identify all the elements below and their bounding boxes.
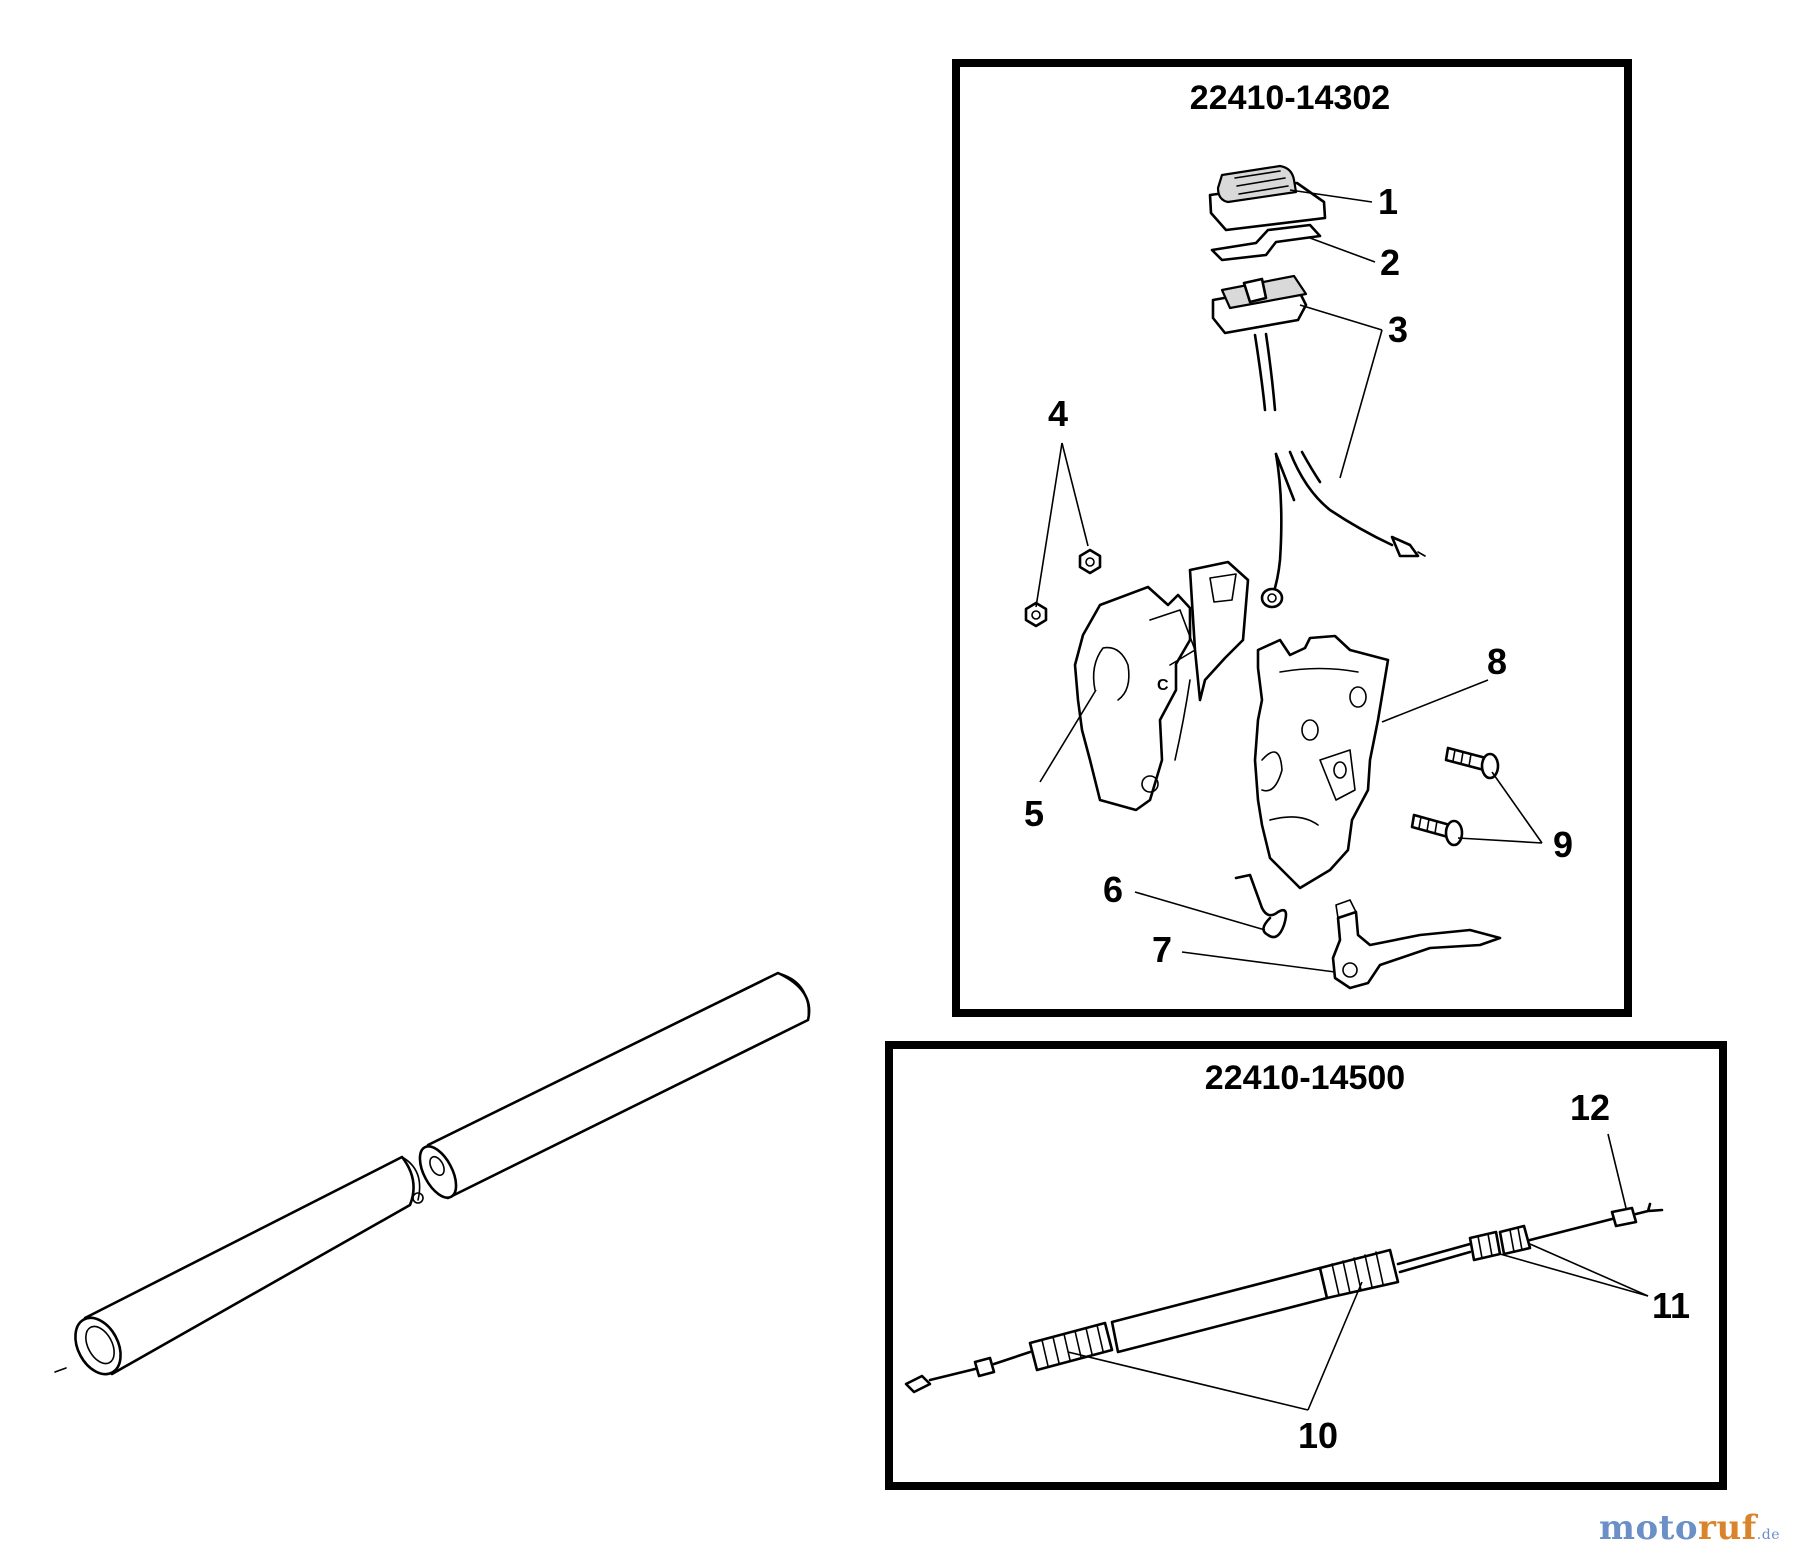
part-9-screws xyxy=(1410,746,1500,847)
site-watermark: motoruf.de xyxy=(1599,1508,1780,1548)
watermark-part-b: ruf xyxy=(1698,1508,1757,1548)
drive-shaft-tube xyxy=(54,971,811,1376)
switch-assembly-frame xyxy=(952,59,1632,1017)
callout-9: 9 xyxy=(1553,824,1573,865)
part-4-nuts xyxy=(1024,548,1102,628)
upper-box-leader-lines xyxy=(1035,189,1543,973)
callout-2: 2 xyxy=(1380,242,1400,283)
lower-box-leader-lines xyxy=(1067,1133,1649,1411)
callout-8: 8 xyxy=(1487,641,1507,682)
callout-5: 5 xyxy=(1024,793,1044,834)
callout-12: 12 xyxy=(1570,1087,1610,1128)
callout-6: 6 xyxy=(1103,869,1123,910)
callout-11: 11 xyxy=(1652,1285,1690,1326)
callout-1: 1 xyxy=(1378,181,1398,222)
throttle-cable-frame xyxy=(885,1041,1727,1490)
watermark-part-c: .de xyxy=(1756,1527,1780,1543)
callout-4: 4 xyxy=(1048,393,1068,434)
part-6-spring xyxy=(1234,873,1288,939)
part-8-right-handle-half xyxy=(1253,634,1390,890)
svg-text:C: C xyxy=(1157,677,1169,694)
watermark-part-a: moto xyxy=(1598,1508,1699,1548)
part-5-left-handle-half: C xyxy=(1073,560,1250,812)
part-10-12-throttle-cable xyxy=(904,1202,1664,1394)
callout-3: 3 xyxy=(1388,309,1408,350)
part-1-switch-cover xyxy=(1208,164,1327,232)
throttle-cable-part-number: 22410-14500 xyxy=(1205,1059,1405,1097)
callout-7: 7 xyxy=(1152,929,1172,970)
callout-10: 10 xyxy=(1298,1415,1338,1456)
switch-assembly-part-number: 22410-14302 xyxy=(1190,79,1390,117)
part-7-throttle-trigger xyxy=(1331,899,1502,990)
part-2-gasket xyxy=(1210,223,1322,262)
part-3-switch-with-harness xyxy=(1211,274,1426,609)
